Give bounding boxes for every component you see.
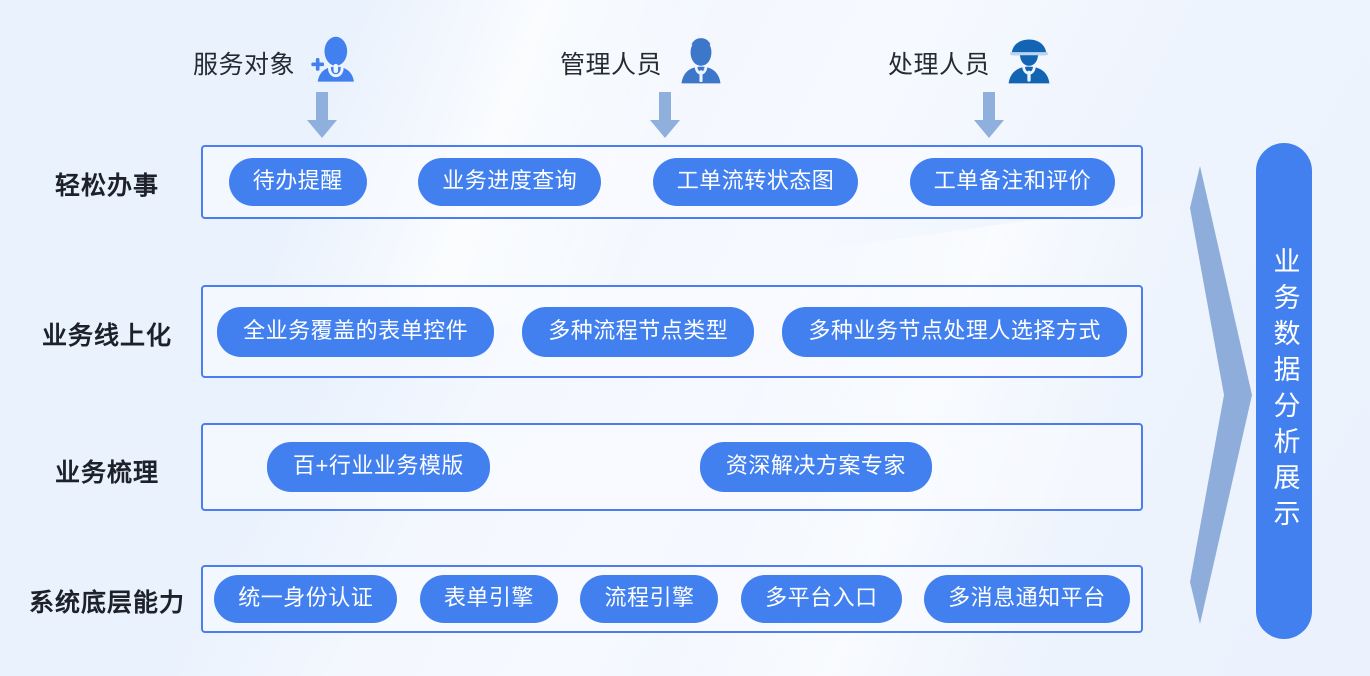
persona-manager: 管理人员 <box>560 34 730 92</box>
row-label-easy-handling: 轻松办事 <box>54 172 159 200</box>
row-system-foundation: 统一身份认证 表单引擎 流程引擎 多平台入口 多消息通知平台 <box>201 565 1143 633</box>
capability-pill[interactable]: 表单引擎 <box>419 575 558 623</box>
persona-label: 管理人员 <box>560 51 663 79</box>
capability-pill[interactable]: 工单备注和评价 <box>909 158 1116 206</box>
user-helmet-icon <box>1000 34 1058 92</box>
persona-label: 处理人员 <box>888 51 991 79</box>
capability-pill[interactable]: 多种流程节点类型 <box>522 306 755 357</box>
row-business-sorting: 百+行业业务模版 资深解决方案专家 <box>201 423 1143 511</box>
user-tie-icon <box>672 34 730 92</box>
persona-label: 服务对象 <box>193 51 296 79</box>
vertical-banner-label: 业务数据分析展示 <box>1269 247 1300 535</box>
row-label-business-online: 业务线上化 <box>41 322 172 350</box>
arrow-down-icon <box>648 92 682 140</box>
vertical-banner-data-analysis[interactable]: 业务数据分析展示 <box>1256 143 1312 639</box>
row-label-business-sorting: 业务梳理 <box>54 459 159 487</box>
capability-pill[interactable]: 多平台入口 <box>741 575 902 623</box>
capability-pill[interactable]: 业务进度查询 <box>418 158 602 206</box>
arrow-down-icon <box>972 92 1006 140</box>
row-business-online: 全业务覆盖的表单控件 多种流程节点类型 多种业务节点处理人选择方式 <box>201 285 1143 378</box>
capability-pill[interactable]: 多消息通知平台 <box>924 575 1130 623</box>
arrow-right-large-icon <box>1178 152 1260 638</box>
capability-pill[interactable]: 流程引擎 <box>580 575 719 623</box>
row-easy-handling: 待办提醒 业务进度查询 工单流转状态图 工单备注和评价 <box>201 145 1143 219</box>
row-label-system-foundation: 系统底层能力 <box>28 589 185 617</box>
capability-pill[interactable]: 全业务覆盖的表单控件 <box>217 306 495 357</box>
capability-pill[interactable]: 工单流转状态图 <box>652 158 859 206</box>
arrow-down-icon <box>305 92 339 140</box>
capability-pill[interactable]: 待办提醒 <box>228 158 367 206</box>
user-plus-icon <box>305 34 363 92</box>
capability-pill[interactable]: 多种业务节点处理人选择方式 <box>782 306 1127 357</box>
capability-pill[interactable]: 资深解决方案专家 <box>699 442 932 492</box>
persona-handler: 处理人员 <box>888 34 1058 92</box>
capability-pill[interactable]: 统一身份认证 <box>214 575 398 623</box>
capability-pill[interactable]: 百+行业业务模版 <box>267 442 490 492</box>
persona-service-object: 服务对象 <box>193 34 363 92</box>
